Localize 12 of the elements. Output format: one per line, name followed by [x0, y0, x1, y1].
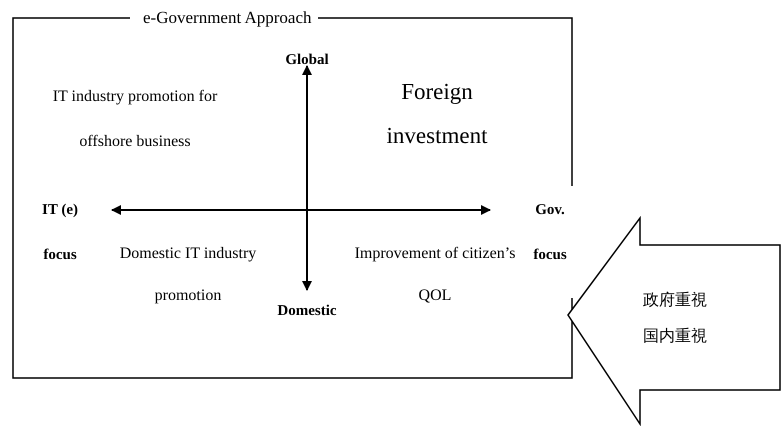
- arrow-text: 政府重視: [642, 290, 708, 311]
- axis-label: Domestic: [276, 302, 338, 321]
- axis-label: Gov. focus: [532, 201, 568, 265]
- axis-label: IT (e) focus: [41, 201, 79, 265]
- quadrant-label: Domestic IT industry promotion: [118, 244, 258, 306]
- axis-label: Global: [284, 51, 330, 70]
- quadrant-label: IT industry promotion for offshore business: [52, 87, 218, 152]
- quadrant-label: Improvement of citizen’s QOL: [354, 244, 516, 306]
- large-arrow: [566, 216, 782, 426]
- quadrant-label: Foreign investment: [386, 78, 488, 150]
- arrow-text: 国内重視: [642, 326, 708, 347]
- frame-box: [12, 8, 574, 380]
